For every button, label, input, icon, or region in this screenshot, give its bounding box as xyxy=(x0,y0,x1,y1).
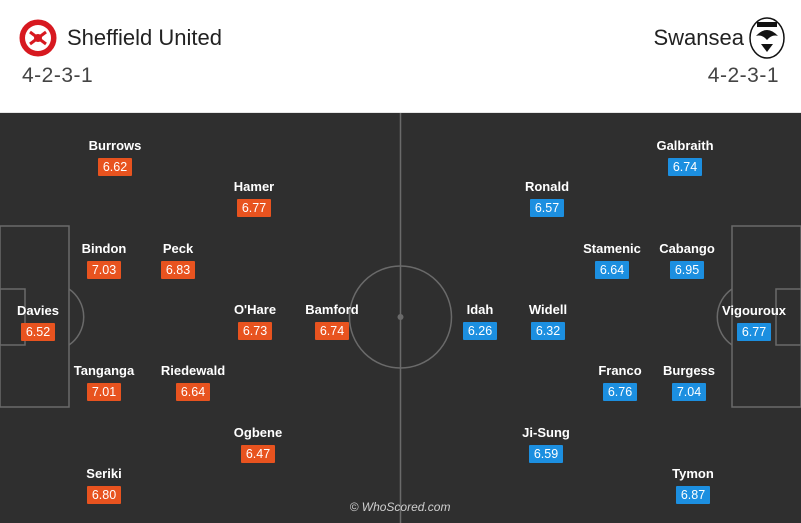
away-player-widell[interactable]: Widell 6.32 xyxy=(498,302,598,340)
player-name: Galbraith xyxy=(656,138,714,153)
home-player-tanganga[interactable]: Tanganga 7.01 xyxy=(54,363,154,401)
away-player-burgess[interactable]: Burgess 7.04 xyxy=(639,363,739,401)
player-name: Stamenic xyxy=(583,241,641,256)
player-rating: 6.64 xyxy=(594,261,630,279)
player-rating: 7.04 xyxy=(671,383,707,401)
away-formation: 4-2-3-1 xyxy=(707,64,779,87)
away-player-vigouroux[interactable]: Vigouroux 6.77 xyxy=(704,303,801,341)
player-rating: 7.03 xyxy=(86,261,122,279)
player-name: Ronald xyxy=(524,179,570,194)
home-formation: 4-2-3-1 xyxy=(22,64,94,87)
player-rating: 6.77 xyxy=(236,199,272,217)
player-rating: 6.74 xyxy=(314,322,350,340)
match-header: Sheffield United 4-2-3-1 Swansea 4-2-3-1 xyxy=(0,0,801,113)
player-name: Franco xyxy=(598,363,642,378)
player-name: Seriki xyxy=(86,466,122,481)
player-name: Ji-Sung xyxy=(522,425,570,440)
away-team-name[interactable]: Swansea xyxy=(653,25,744,50)
away-player-cabango[interactable]: Cabango 6.95 xyxy=(637,241,737,279)
player-rating: 6.62 xyxy=(97,158,133,176)
player-name: Widell xyxy=(528,302,568,317)
home-team-name[interactable]: Sheffield United xyxy=(67,25,222,50)
home-player-bamford[interactable]: Bamford 6.74 xyxy=(282,302,382,340)
player-rating: 6.77 xyxy=(736,323,772,341)
home-player-ogbene[interactable]: Ogbene 6.47 xyxy=(208,425,308,463)
player-rating: 6.32 xyxy=(530,322,566,340)
home-player-burrows[interactable]: Burrows 6.62 xyxy=(65,138,165,176)
player-rating: 6.83 xyxy=(160,261,196,279)
player-rating: 6.47 xyxy=(240,445,276,463)
player-name: Idah xyxy=(466,302,494,317)
swansea-crest-icon xyxy=(749,17,785,59)
away-player-tymon[interactable]: Tymon 6.87 xyxy=(643,466,743,504)
home-player-riedewald[interactable]: Riedewald 6.64 xyxy=(143,363,243,401)
pitch-markings xyxy=(0,113,801,523)
player-rating: 6.57 xyxy=(529,199,565,217)
home-player-ohare[interactable]: O'Hare 6.73 xyxy=(205,302,305,340)
home-player-hamer[interactable]: Hamer 6.77 xyxy=(204,179,304,217)
home-player-peck[interactable]: Peck 6.83 xyxy=(128,241,228,279)
player-name: Peck xyxy=(162,241,194,256)
away-player-franco[interactable]: Franco 6.76 xyxy=(570,363,670,401)
player-name: O'Hare xyxy=(233,302,277,317)
away-player-ji-sung[interactable]: Ji-Sung 6.59 xyxy=(496,425,596,463)
home-player-bindon[interactable]: Bindon 7.03 xyxy=(54,241,154,279)
player-name: Bamford xyxy=(305,302,359,317)
player-name: Burgess xyxy=(662,363,716,378)
player-name: Hamer xyxy=(233,179,275,194)
player-rating: 6.64 xyxy=(175,383,211,401)
player-rating: 6.26 xyxy=(462,322,498,340)
sheffield-united-crest-icon xyxy=(18,18,58,58)
player-name: Cabango xyxy=(659,241,715,256)
pitch: Davies 6.52 Burrows 6.62 Bindon 7.03 Tan… xyxy=(0,113,801,523)
player-name: Burrows xyxy=(88,138,142,153)
player-name: Davies xyxy=(17,303,59,318)
player-name: Tymon xyxy=(672,466,714,481)
player-name: Tanganga xyxy=(73,363,135,378)
watermark: © WhoScored.com xyxy=(349,500,451,514)
player-rating: 6.73 xyxy=(237,322,273,340)
player-rating: 7.01 xyxy=(86,383,122,401)
away-player-stamenic[interactable]: Stamenic 6.64 xyxy=(562,241,662,279)
player-rating: 6.74 xyxy=(667,158,703,176)
player-rating: 6.80 xyxy=(86,486,122,504)
player-rating: 6.87 xyxy=(675,486,711,504)
away-player-galbraith[interactable]: Galbraith 6.74 xyxy=(635,138,735,176)
player-name: Riedewald xyxy=(160,363,226,378)
home-player-seriki[interactable]: Seriki 6.80 xyxy=(54,466,154,504)
player-name: Ogbene xyxy=(233,425,283,440)
player-rating: 6.76 xyxy=(602,383,638,401)
away-player-ronald[interactable]: Ronald 6.57 xyxy=(497,179,597,217)
player-rating: 6.52 xyxy=(20,323,56,341)
player-rating: 6.59 xyxy=(528,445,564,463)
away-player-idah[interactable]: Idah 6.26 xyxy=(430,302,530,340)
home-player-davies[interactable]: Davies 6.52 xyxy=(0,303,88,341)
player-rating: 6.95 xyxy=(669,261,705,279)
player-name: Vigouroux xyxy=(721,303,787,318)
player-name: Bindon xyxy=(81,241,127,256)
